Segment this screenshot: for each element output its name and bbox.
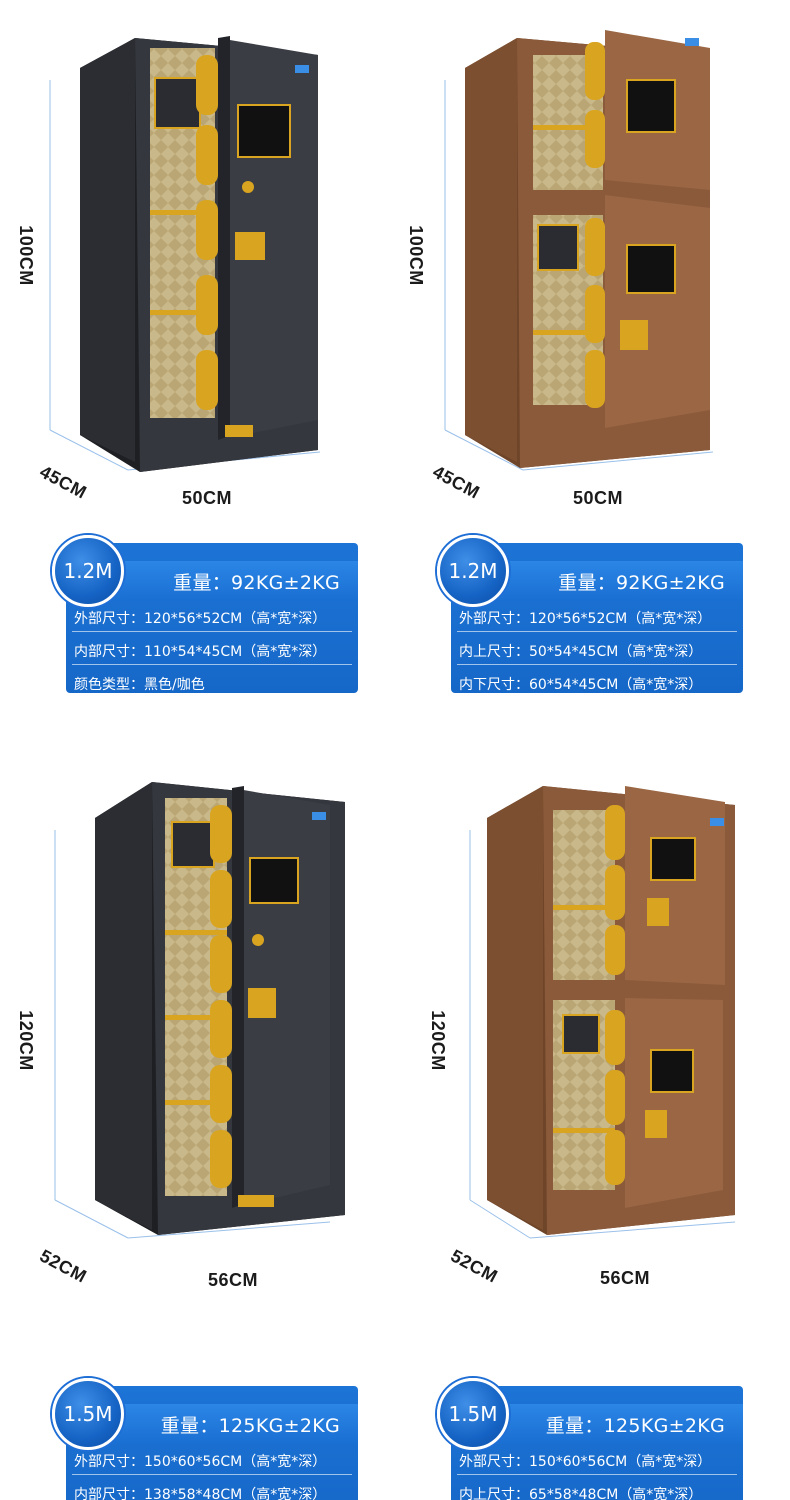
width-dimension-label: 50CM — [182, 488, 233, 508]
size-badge: 1.2M — [437, 535, 509, 607]
spec-line-color: 颜色类型：黑色/咖色 — [74, 677, 205, 693]
brown-double-door-safe-image — [444, 30, 714, 471]
height-dimension-label: 120CM — [15, 1010, 36, 1071]
spec-line-inner: 内部尺寸：110*54*45CM（高*宽*深） — [72, 637, 352, 665]
brown-double-door-safe-image — [469, 786, 736, 1239]
spec-line-inner: 内部尺寸：138*58*48CM（高*宽*深） — [74, 1487, 327, 1500]
spec-line-outer: 外部尺寸：120*56*52CM（高*宽*深） — [457, 604, 737, 632]
black-single-door-safe-image — [49, 36, 321, 472]
product-cell-3: 120CM 52CM 56CM 1.5M 重量：125KG±2KG 外部尺寸：1… — [0, 760, 395, 1500]
height-dimension-label: 100CM — [405, 225, 426, 286]
height-dimension-label: 100CM — [15, 225, 36, 286]
size-badge: 1.5M — [437, 1378, 509, 1450]
width-dimension-label: 56CM — [208, 1270, 259, 1290]
spec-line-outer: 外部尺寸：150*60*56CM（高*宽*深） — [72, 1447, 352, 1475]
spec-line-inner-top: 内上尺寸：65*58*48CM（高*宽*深） — [459, 1487, 703, 1500]
product-cell-1: 100CM 45CM 50CM 1.2M 重量：92KG±2KG 外部尺寸：12… — [0, 0, 395, 720]
black-single-door-safe-image — [54, 782, 345, 1239]
spec-line-outer: 外部尺寸：120*56*52CM（高*宽*深） — [72, 604, 352, 632]
product-cell-4: 120CM 52CM 56CM 1.5M 重量：125KG±2KG 外部尺寸：1… — [395, 760, 790, 1500]
size-badge: 1.5M — [52, 1378, 124, 1450]
height-dimension-label: 120CM — [427, 1010, 448, 1071]
spec-line-inner-top: 内上尺寸：50*54*45CM（高*宽*深） — [457, 637, 737, 665]
width-dimension-label: 56CM — [600, 1268, 651, 1288]
width-dimension-label: 50CM — [573, 488, 624, 508]
product-cell-2: 100CM 45CM 50CM 1.2M 重量：92KG±2KG 外部尺寸：12… — [395, 0, 790, 720]
spec-line-inner-bottom: 内下尺寸：60*54*45CM（高*宽*深） — [459, 677, 703, 693]
size-badge: 1.2M — [52, 535, 124, 607]
spec-panel: 重量：125KG±2KG 外部尺寸：150*60*56CM（高*宽*深） 内上尺… — [451, 1386, 743, 1500]
spec-line-outer: 外部尺寸：150*60*56CM（高*宽*深） — [457, 1447, 737, 1475]
